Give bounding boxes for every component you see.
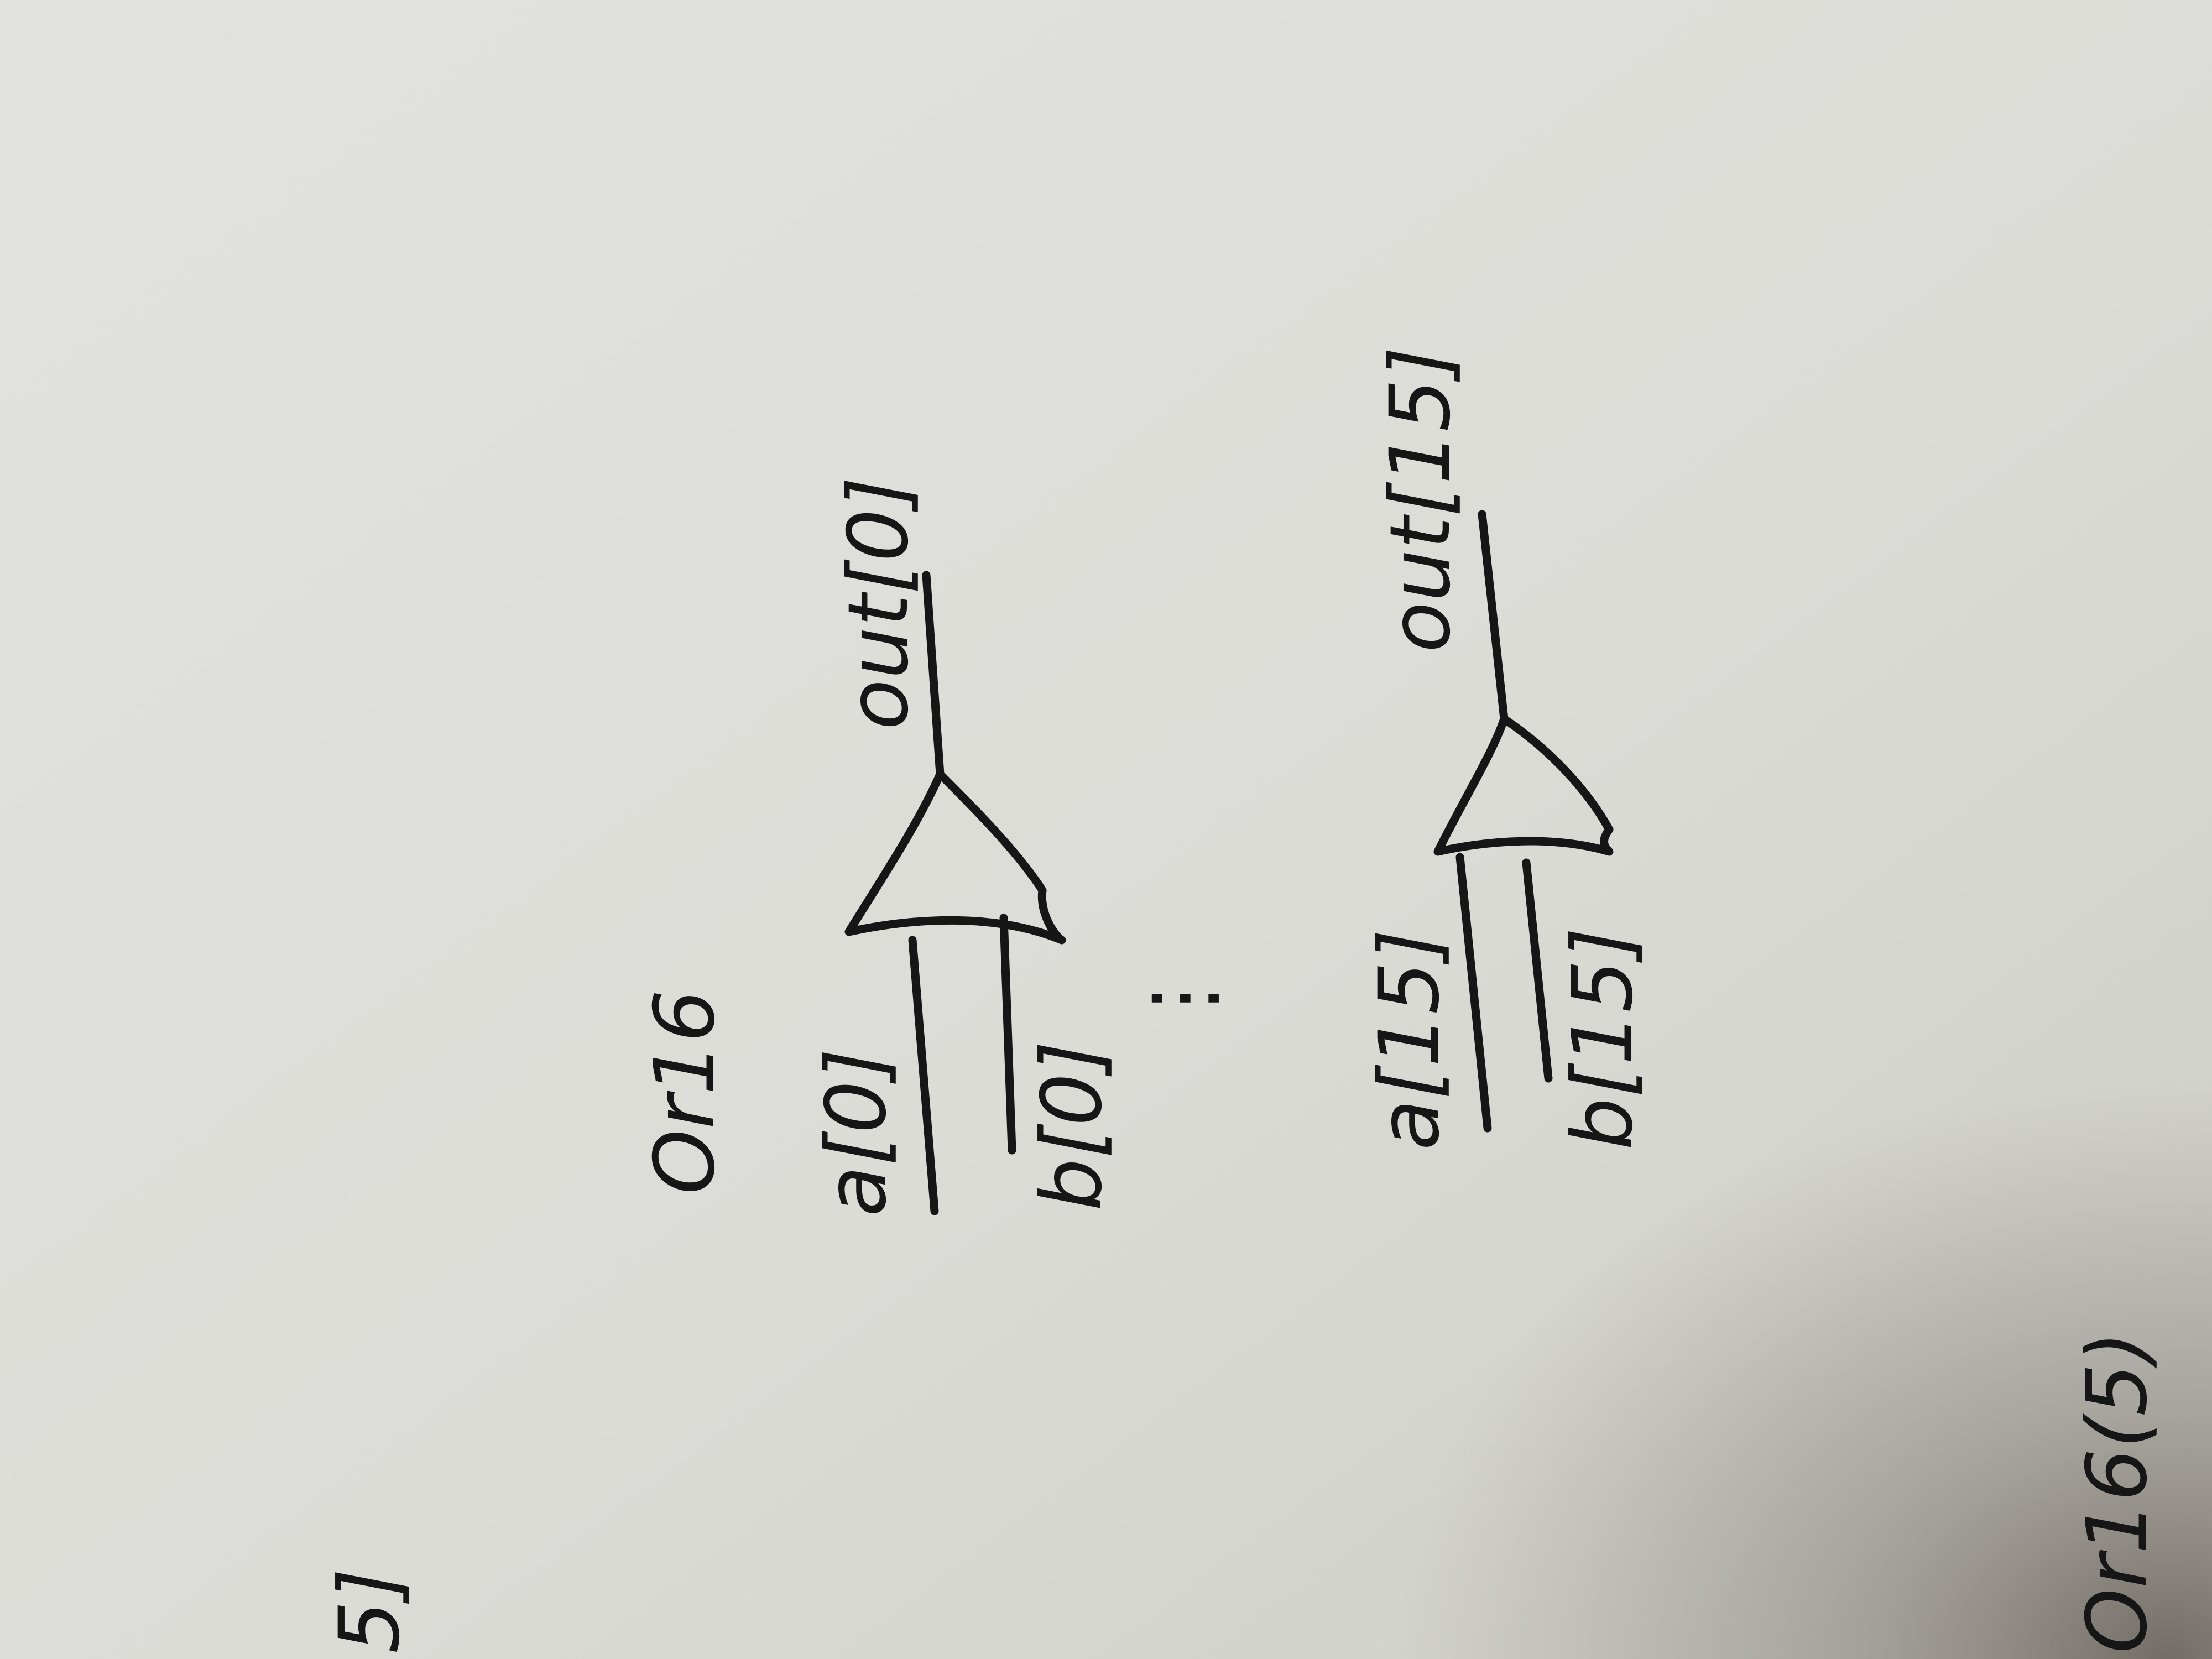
or-gate-top (844, 571, 1066, 1215)
top-gate-input-a-label: a[0] (808, 1048, 905, 1217)
continuation-mark: ⋮ (1135, 957, 1231, 1040)
diagram-title: Or16 (637, 989, 733, 1194)
bottom-gate-input-a-label: a[15] (1361, 929, 1458, 1150)
or-gate-bottom-body (1433, 714, 1614, 856)
bottom-gate-input-b-label: b[15] (1555, 927, 1651, 1150)
top-gate-input-b-label: b[0] (1024, 1041, 1120, 1211)
bottom-gate-output-label: out[15] (1373, 346, 1469, 653)
top-gate-output-label: out[0] (831, 477, 927, 730)
footer-fragment-text: Or16(5) (2069, 1331, 2166, 1653)
or-gate-top-input-b-wire (999, 914, 1016, 1155)
or-gate-top-body (844, 770, 1066, 945)
margin-fragment-text: 5] (322, 1568, 418, 1653)
or-gate-bottom (1433, 510, 1614, 1133)
or-gate-bottom-input-b-wire (1522, 858, 1553, 1083)
or-gate-bottom-output-wire (1478, 510, 1509, 723)
or-gate-top-output-wire (922, 571, 945, 779)
or-gate-bottom-input-a-wire (1455, 853, 1492, 1133)
or-gate-top-input-a-wire (908, 936, 939, 1215)
